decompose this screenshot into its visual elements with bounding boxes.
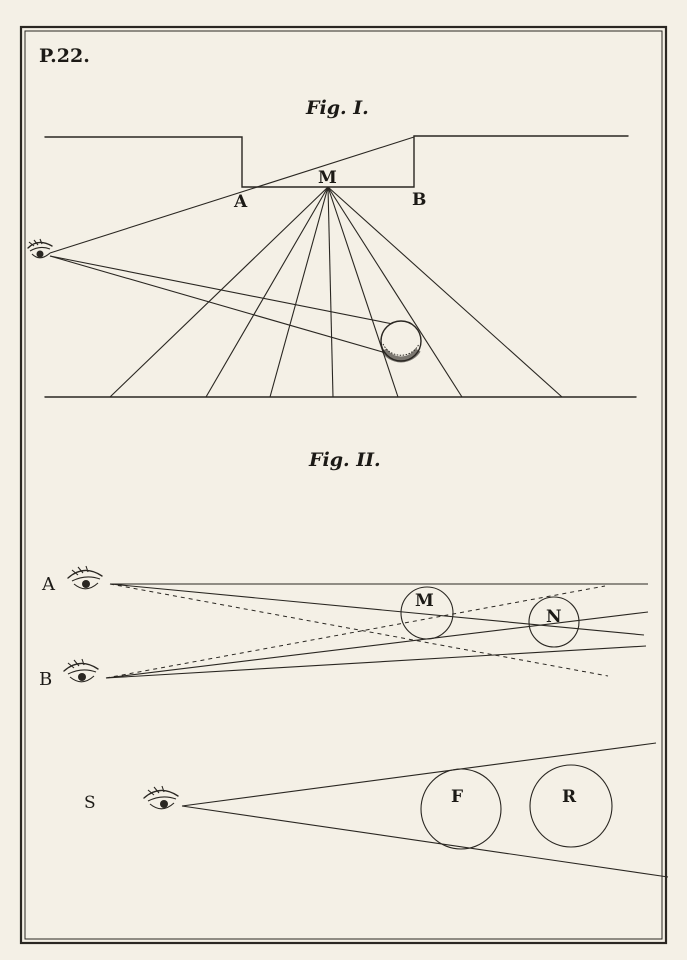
fig2-label-f: F xyxy=(451,787,463,807)
ball-icon xyxy=(380,320,422,363)
figure-2: Fig. II. A B M N xyxy=(39,449,669,878)
eye-icon xyxy=(27,238,53,259)
fig2-b-line-low xyxy=(105,645,647,679)
fig1-sight-line xyxy=(49,136,415,254)
fig1-label-a: A xyxy=(233,192,248,212)
fig1-rays xyxy=(109,186,563,398)
page-reference: P.22. xyxy=(39,45,90,67)
fig2-title: Fig. II. xyxy=(308,449,381,471)
fig2-label-n: N xyxy=(546,607,562,627)
fig2-circle-f xyxy=(420,768,502,850)
eye-icon xyxy=(143,785,179,810)
figure-1: Fig. I. xyxy=(27,97,637,398)
fig2-label-r: R xyxy=(562,787,577,807)
fig1-label-m: M xyxy=(318,168,337,188)
fig2-a-line-low xyxy=(109,583,645,636)
fig2-circle-n xyxy=(528,596,580,648)
fig2-label-s: S xyxy=(84,793,96,813)
fig1-title: Fig. I. xyxy=(305,97,369,119)
fig2-label-a: A xyxy=(41,574,56,595)
eye-icon xyxy=(63,658,99,683)
fig2-label-m: M xyxy=(415,591,434,611)
outer-frame xyxy=(19,25,668,945)
inner-frame xyxy=(24,30,663,940)
fig2-circle-r xyxy=(529,764,613,848)
fig2-s-cone-upper xyxy=(181,742,657,807)
fig2-b-line-mid xyxy=(105,611,649,679)
fig2-label-b: B xyxy=(39,669,52,690)
fig1-eye-ray-upper xyxy=(49,255,399,326)
fig1-label-b: B xyxy=(412,190,426,210)
fig1-eye-ray-lower xyxy=(49,255,394,356)
fig2-circle-m xyxy=(400,586,454,640)
fig2-s-cone-lower xyxy=(181,805,669,878)
eye-icon xyxy=(67,565,103,590)
